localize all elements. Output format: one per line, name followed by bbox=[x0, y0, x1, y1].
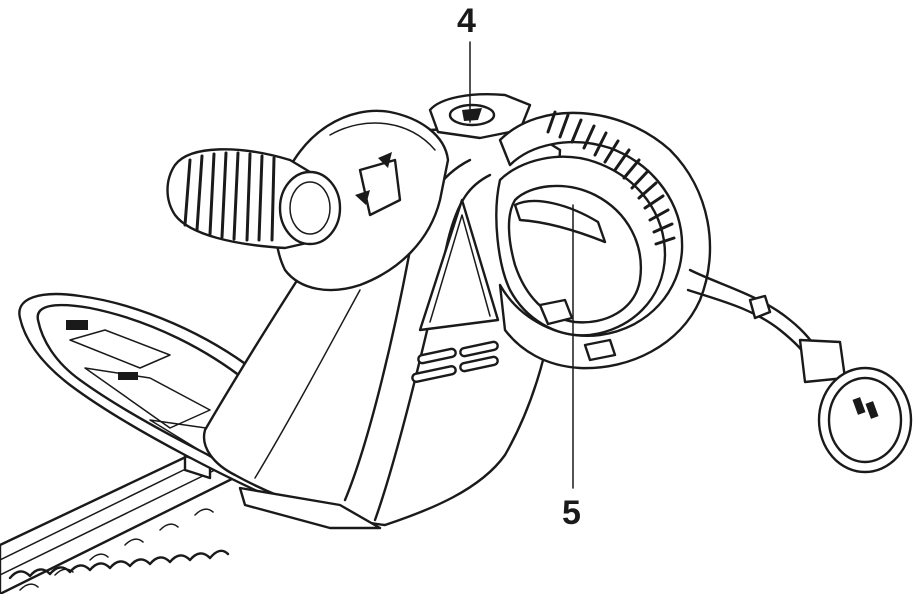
power-cord bbox=[686, 268, 913, 474]
front-grip-ribs bbox=[183, 151, 276, 242]
callout-5: 5 bbox=[562, 494, 581, 532]
vent-slots bbox=[411, 340, 499, 383]
rear-grip-ribs bbox=[546, 110, 676, 246]
motor-housing bbox=[202, 123, 562, 530]
callout-4: 4 bbox=[457, 2, 476, 40]
front-handle bbox=[166, 109, 450, 292]
rear-handle bbox=[495, 110, 712, 370]
